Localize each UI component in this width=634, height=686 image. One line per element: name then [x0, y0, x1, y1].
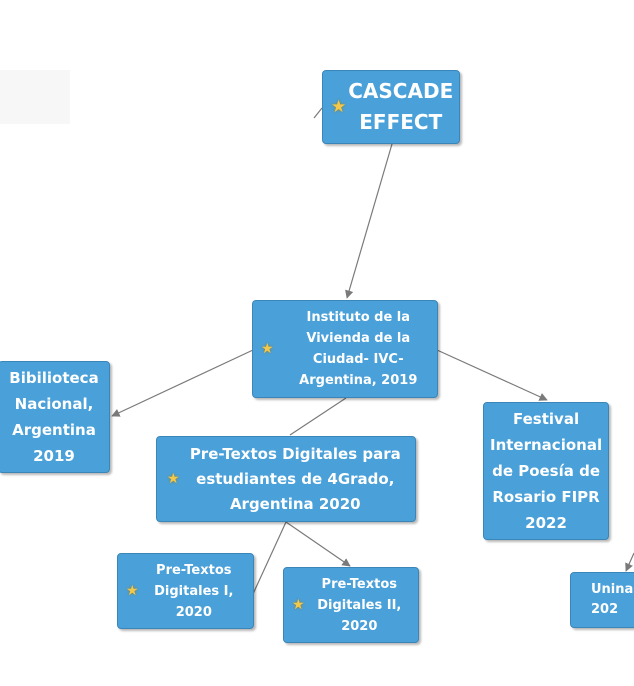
star-icon: ★	[292, 597, 305, 613]
node-label: Festival Internacional de Poesía de Rosa…	[490, 410, 603, 532]
edge-stub-left	[313, 107, 323, 119]
edge-stub-right	[625, 552, 634, 572]
edge-pretextos-pt2	[285, 521, 351, 567]
node-cascade-effect[interactable]: ★ CASCADE EFFECT	[322, 70, 460, 144]
node-label: Pre-Textos Digitales para estudiantes de…	[189, 444, 401, 513]
star-icon: ★	[261, 341, 274, 357]
node-label: Bibilioteca Nacional, Argentina 2019	[9, 369, 99, 465]
edge-cascade-ivc	[345, 143, 393, 299]
node-bibilioteca-nacional[interactable]: Bibilioteca Nacional, Argentina 2019	[0, 361, 110, 473]
node-festival-poesia[interactable]: Festival Internacional de Poesía de Rosa…	[483, 402, 609, 540]
edge-ivc-pretextos	[289, 397, 347, 436]
edge-ivc-bibilioteca	[111, 349, 254, 417]
node-pretextos-4grado[interactable]: ★ Pre-Textos Digitales para estudiantes …	[156, 436, 416, 522]
node-pretextos-digitales-1[interactable]: ★ Pre-Textos Digitales I, 2020	[117, 553, 254, 629]
node-label: CASCADE EFFECT	[348, 79, 454, 134]
node-label: Unina 202	[591, 582, 634, 617]
node-pretextos-digitales-2[interactable]: ★ Pre-Textos Digitales II, 2020	[283, 567, 419, 643]
star-icon: ★	[167, 471, 180, 487]
star-icon: ★	[331, 96, 347, 117]
edge-ivc-festival	[436, 349, 548, 401]
background-shade	[0, 70, 70, 124]
edge-pretextos-pt1	[252, 521, 287, 595]
star-icon: ★	[126, 583, 139, 599]
node-instituto-vivienda[interactable]: ★ Instituto de la Vivienda de la Ciudad-…	[252, 300, 438, 398]
node-label: Pre-Textos Digitales II, 2020	[317, 576, 402, 634]
node-label: Instituto de la Vivienda de la Ciudad- I…	[299, 310, 418, 388]
node-unina[interactable]: Unina 202	[570, 572, 634, 628]
node-label: Pre-Textos Digitales I, 2020	[154, 562, 234, 620]
